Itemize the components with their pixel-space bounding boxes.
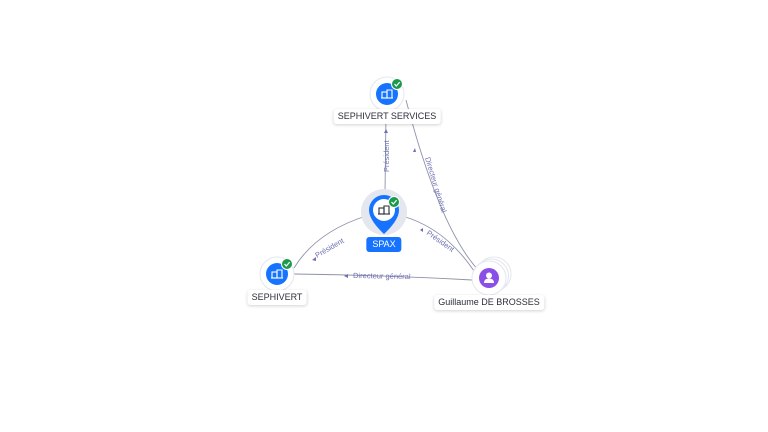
edge-label-guillaume-services: Directeur général <box>423 156 449 214</box>
edges <box>293 99 481 281</box>
edge-spax-sephivert[interactable] <box>293 215 367 269</box>
arrow-icon <box>413 148 416 152</box>
node-sephivert-services[interactable] <box>369 76 405 112</box>
verified-check-icon <box>388 196 400 208</box>
arrow-icon <box>344 274 348 278</box>
edge-label-guillaume-spax: Président <box>425 228 457 254</box>
edge-arrows <box>312 129 423 278</box>
node-label-sephivert-services[interactable]: SEPHIVERT SERVICES <box>333 109 441 124</box>
edge-label-spax-sephivert: Président <box>314 236 347 260</box>
person-icon <box>484 272 494 283</box>
verified-check-icon <box>281 258 293 270</box>
node-guillaume[interactable] <box>471 256 512 296</box>
edge-label-spax-services: Président <box>382 139 391 172</box>
arrow-icon <box>312 257 316 261</box>
edge-guillaume-sephivert[interactable] <box>293 273 473 281</box>
node-label-sephivert[interactable]: SEPHIVERT <box>247 290 307 305</box>
node-spax[interactable] <box>361 189 407 235</box>
node-label-spax[interactable]: SPAX <box>366 237 402 252</box>
arrow-icon <box>420 228 423 232</box>
node-sephivert[interactable] <box>259 256 295 292</box>
building-icon <box>381 89 393 99</box>
building-icon <box>271 269 283 279</box>
edge-spax-services[interactable] <box>384 112 387 194</box>
arrow-icon <box>384 129 388 133</box>
building-icon <box>378 205 390 215</box>
edge-guillaume-services[interactable] <box>405 99 481 273</box>
edge-label-guillaume-sephivert: Directeur général <box>353 271 411 281</box>
node-label-guillaume[interactable]: Guillaume DE BROSSES <box>434 295 544 310</box>
edge-guillaume-spax[interactable] <box>401 215 477 275</box>
verified-check-icon <box>391 78 403 90</box>
